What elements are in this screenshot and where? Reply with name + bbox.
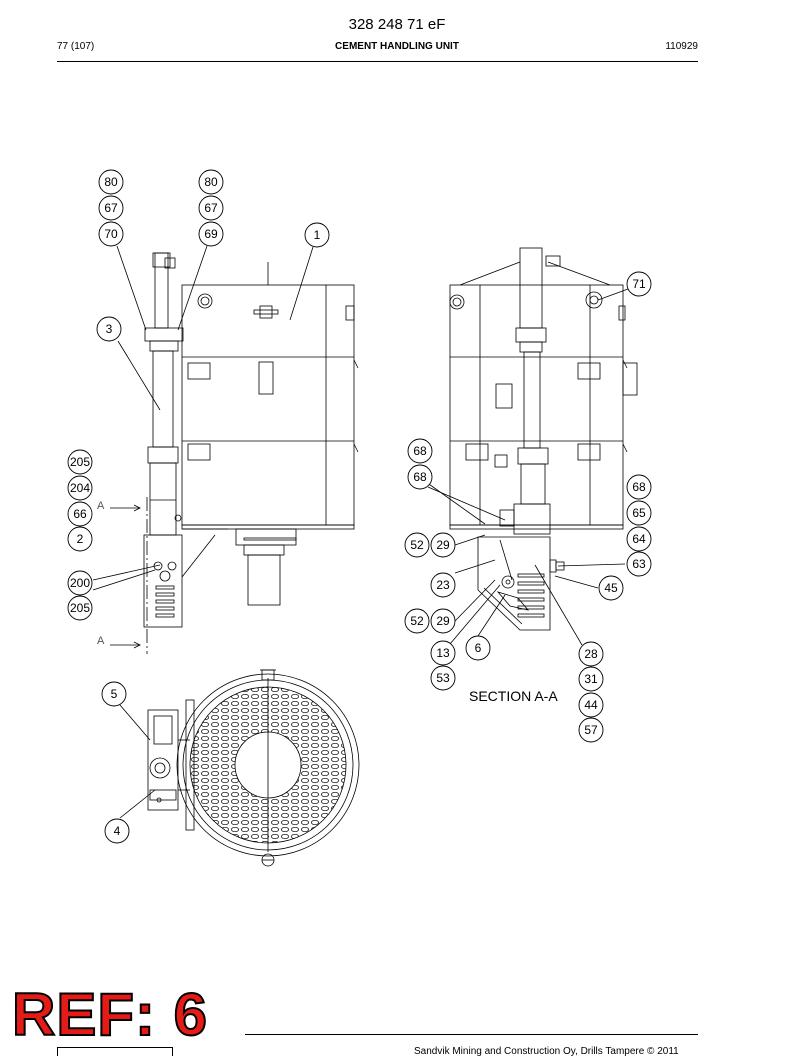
balloon-2: 2 (77, 532, 84, 546)
balloon-45: 45 (604, 581, 618, 595)
balloon-52: 52 (410, 538, 424, 552)
balloon-69: 69 (204, 227, 218, 241)
balloon-67: 67 (204, 201, 218, 215)
cut-letter-bottom: A (97, 635, 105, 647)
balloon-44: 44 (584, 698, 598, 712)
balloon-57: 57 (584, 723, 598, 737)
balloon-80: 80 (104, 175, 118, 189)
balloon-71: 71 (632, 277, 646, 291)
balloon-205: 205 (70, 455, 90, 469)
document-number: 328 248 71 eF (348, 16, 446, 33)
balloon-68: 68 (413, 444, 427, 458)
copyright-text: Sandvik Mining and Construction Oy, Dril… (414, 1046, 679, 1057)
balloon-65: 65 (632, 506, 646, 520)
page-number: 77 (107) (57, 41, 95, 52)
section-label: SECTION A-A (469, 688, 558, 704)
balloon-3: 3 (106, 322, 113, 336)
balloon-67: 67 (104, 201, 118, 215)
balloon-53: 53 (436, 671, 450, 685)
balloon-6: 6 (475, 641, 482, 655)
balloon-1: 1 (314, 228, 321, 242)
tank-body-left (181, 284, 355, 526)
sandvik-logo (57, 1047, 173, 1056)
balloon-31: 31 (584, 672, 598, 686)
document-code: 110929 (665, 41, 698, 52)
page-title: CEMENT HANDLING UNIT (335, 41, 459, 52)
balloon-13: 13 (436, 646, 450, 660)
balloon-5: 5 (111, 687, 118, 701)
balloon-68: 68 (632, 480, 646, 494)
header-rule (57, 61, 698, 62)
cut-letter-top: A (97, 500, 105, 512)
balloon-66: 66 (73, 507, 87, 521)
balloon-205: 205 (70, 601, 90, 615)
ref-badge: REF: 6 (11, 981, 209, 1048)
balloon-204: 204 (70, 481, 90, 495)
balloon-80: 80 (204, 175, 218, 189)
balloon-64: 64 (632, 532, 646, 546)
balloon-70: 70 (104, 227, 118, 241)
balloon-200: 200 (70, 576, 90, 590)
footer-rule (245, 1034, 698, 1035)
balloon-52: 52 (410, 614, 424, 628)
grate-pattern (180, 680, 360, 850)
balloon-63: 63 (632, 557, 646, 571)
balloon-68: 68 (413, 470, 427, 484)
balloon-4: 4 (114, 824, 121, 838)
balloon-28: 28 (584, 647, 598, 661)
balloon-23: 23 (436, 578, 450, 592)
balloon-29: 29 (436, 614, 450, 628)
tank-body-right (449, 284, 624, 526)
balloon-29: 29 (436, 538, 450, 552)
